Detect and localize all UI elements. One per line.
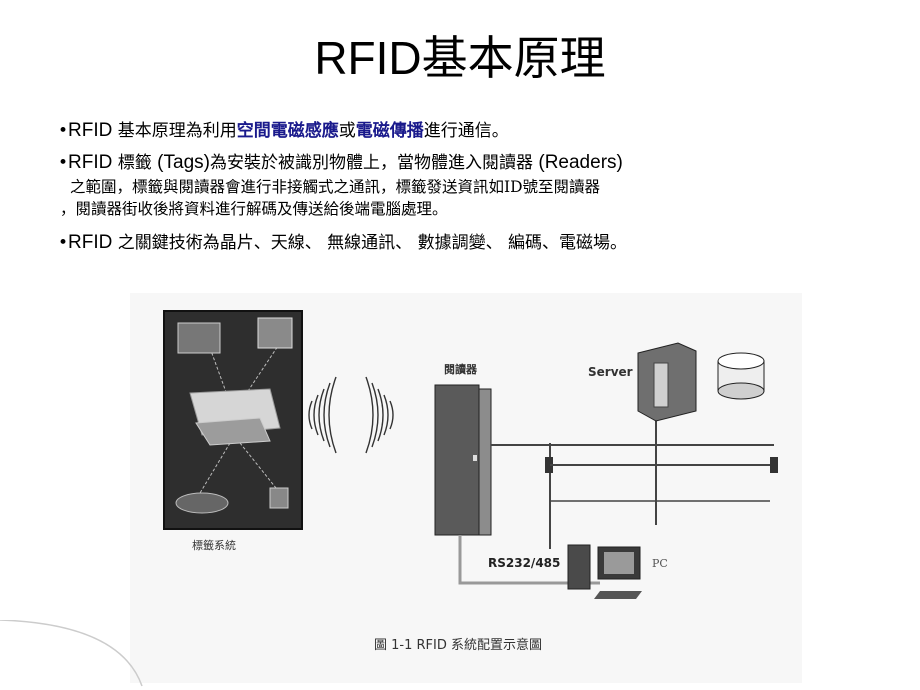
bullet-1-emphasis-1: 空間電磁感應 [236,121,339,141]
corner-decoration [0,620,143,687]
pc-device: PC [567,544,668,599]
reader-device: 閱讀器 [434,362,492,536]
bullet-2-readers: (Readers) [538,152,623,173]
reader-side [478,388,492,536]
bullet-2-tag-word: 標籤 [112,153,158,173]
bullet-1-or: 或 [338,121,356,141]
pc-tower [567,544,591,590]
tag-item-2 [257,317,293,349]
tag-item-4 [269,487,289,509]
bullet-1-tail: 進行通信。 [423,121,509,141]
figure-caption: 圖 1-1 RFID 系統配置示意圖 [374,637,542,653]
bullet-3-rfid: RFID [68,232,113,253]
rs232-label: RS232/485 [488,556,560,570]
server-device: Server [588,342,765,422]
tag-system-panel: 標籤系統 [163,310,303,552]
bullet-1: •RFID 基本原理為利用空間電磁感應或電磁傳播進行通信。 [58,120,509,141]
bullet-2-text: 為安裝於被識別物體上，當物體進入閱讀器 [209,153,539,173]
radio-waves [308,376,394,454]
terminator-left [545,457,553,473]
reader-label: 閱讀器 [444,362,478,376]
rs232-cable [458,535,600,585]
bullet-2-tags: (Tags) [157,152,210,173]
tag-card-2 [195,417,271,446]
rfid-system-figure: 標籤系統 閱讀器 RS232/485 Server [130,293,802,683]
reader-body [434,384,480,536]
tag-item-3 [175,492,229,514]
bullet-2-line-2: 之範圍，標籤與閱讀器會進行非接觸式之通訊，標籤發送資訊如ID號至閱讀器 [70,178,601,196]
database-icon [717,352,765,400]
server-label: Server [588,365,633,379]
tag-system-label: 標籤系統 [192,538,236,552]
bullet-list: •RFID 基本原理為利用空間電磁感應或電磁傳播進行通信。 •RFID 標籤 (… [58,118,878,256]
terminator-right [770,457,778,473]
pc-keyboard [594,591,642,599]
bullet-1-rfid: RFID [68,120,113,141]
bullet-2-line-3: ，閱讀器街收後將資料進行解碼及傳送給後端電腦處理。 [60,200,448,218]
bullet-2: •RFID 標籤 (Tags)為安裝於被識別物體上，當物體進入閱讀器 (Read… [58,152,623,173]
bullet-1-text: 基本原理為利用 [112,121,237,141]
pc-label: PC [652,557,668,570]
bullet-3-text: 之關鍵技術為晶片、天線、 無線通訊、 數據調變、 編碼、電磁場。 [112,233,627,253]
bullet-1-emphasis-2: 電磁傳播 [355,121,424,141]
bullet-2-rfid: RFID [68,152,113,173]
bullet-3: •RFID 之關鍵技術為晶片、天線、 無線通訊、 數據調變、 編碼、電磁場。 [58,232,627,253]
tag-item-1 [177,322,221,354]
slide-title: RFID基本原理 [314,32,606,84]
